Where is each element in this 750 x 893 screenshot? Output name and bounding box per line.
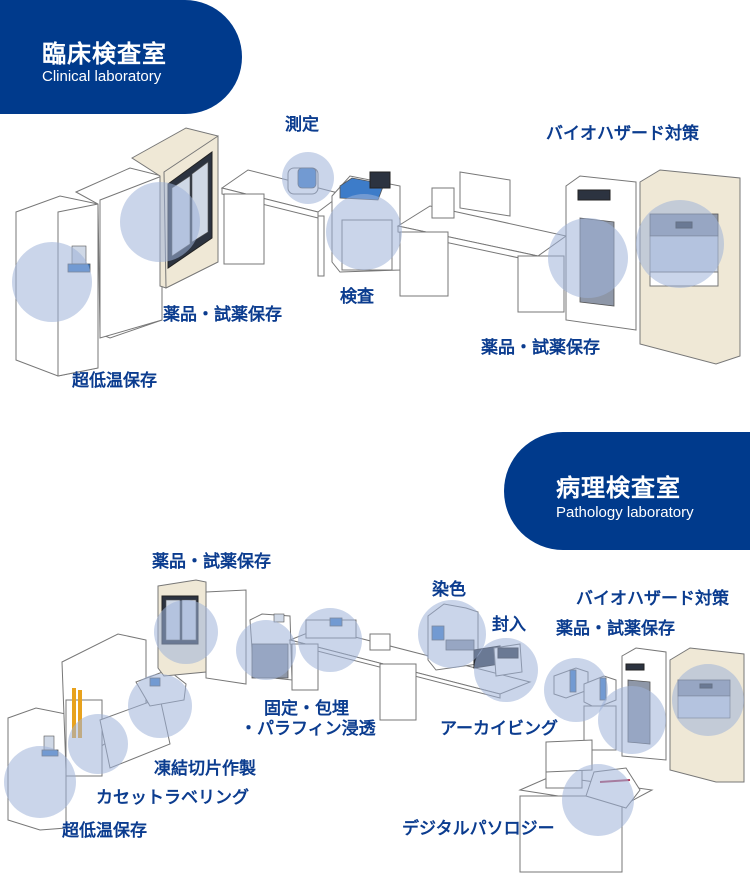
label-frozen-section: 凍結切片作製: [154, 759, 256, 779]
label-biohazard-pathology: バイオハザード対策: [576, 589, 729, 609]
label-fixation-line1: 固定・包埋: [264, 699, 349, 719]
label-staining: 染色: [432, 580, 466, 600]
label-testing: 検査: [340, 287, 374, 307]
label-ultra-low-storage-pathology: 超低温保存: [62, 821, 147, 841]
pathology-lab-header: 病理検査室 Pathology laboratory: [504, 432, 750, 550]
desk-pc: [396, 171, 568, 313]
pathology-lab-title-en: Pathology laboratory: [556, 504, 694, 521]
label-biohazard-clinical: バイオハザード対策: [546, 124, 699, 144]
clinical-lab-title-jp: 臨床検査室: [42, 40, 167, 68]
label-mounting: 封入: [492, 615, 526, 635]
label-ultra-low-storage-clinical: 超低温保存: [72, 371, 157, 391]
clinical-lab-header: 臨床検査室 Clinical laboratory: [0, 0, 242, 114]
label-reagent-storage-clinical-right: 薬品・試薬保存: [481, 338, 600, 358]
label-fixation-line2: ・パラフィン浸透: [240, 719, 376, 739]
highlight-glows: [4, 152, 744, 836]
label-digital-pathology: デジタルパソロジー: [402, 819, 555, 839]
label-reagent-storage-clinical-left: 薬品・試薬保存: [163, 305, 282, 325]
label-reagent-storage-pathology-top: 薬品・試薬保存: [152, 552, 271, 572]
label-cassette-labeling: カセットラベリング: [96, 788, 249, 808]
pathology-lab-title-jp: 病理検査室: [556, 474, 681, 502]
label-measurement: 測定: [285, 115, 319, 135]
label-archiving: アーカイビング: [440, 719, 558, 739]
clinical-lab-title-en: Clinical laboratory: [42, 68, 162, 85]
label-reagent-storage-pathology-right: 薬品・試薬保存: [556, 619, 675, 639]
